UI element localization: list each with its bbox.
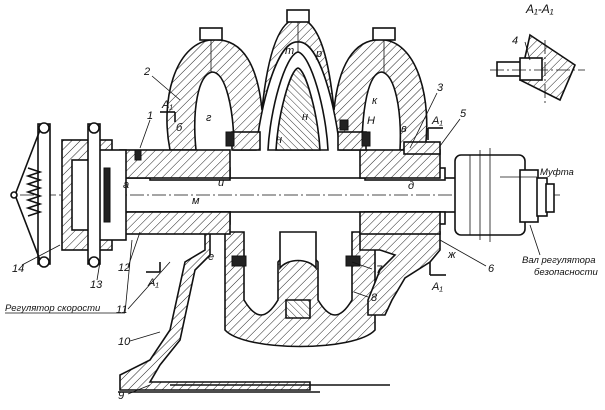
section-detail [490, 33, 585, 105]
callout-1: 1 [147, 110, 153, 122]
seal-ring [361, 131, 371, 147]
callout-11: 11 [116, 304, 127, 316]
letter-n: н [302, 111, 308, 123]
bolt-head-center [286, 9, 310, 23]
bolt-head-left [199, 27, 223, 41]
callout-5: 5 [460, 108, 467, 120]
callout-2: 2 [143, 66, 150, 78]
leader-lines [5, 41, 541, 395]
letter-g: г [206, 112, 212, 124]
seal-ring [339, 119, 349, 131]
upper-casing [166, 9, 428, 151]
letter-e: е [208, 251, 214, 263]
safety-shaft-caption-line: безопасности [534, 267, 599, 278]
letter-n1: Н [367, 115, 375, 127]
seal-ring [345, 255, 361, 267]
coupling [454, 148, 555, 242]
seal-ring [231, 255, 247, 267]
letter-k: к [372, 95, 378, 107]
speed-regulator [10, 122, 127, 268]
letter-a: а [123, 179, 129, 191]
section-mark: A₁ [161, 99, 173, 111]
callout-4: 4 [512, 35, 518, 47]
bearing-housings [119, 131, 441, 235]
letter-i: и [218, 177, 224, 189]
letter-v: в [401, 123, 407, 135]
letter-r: р [315, 48, 322, 60]
callout-3: 3 [437, 82, 444, 94]
callout-13: 13 [90, 279, 103, 291]
callout-8: 8 [371, 292, 378, 304]
frame [118, 231, 441, 393]
section-mark: A₁ [431, 281, 443, 293]
cut-markers [146, 111, 446, 276]
callout-10: 10 [118, 336, 131, 348]
coupling-caption: Муфта [540, 167, 574, 178]
letter-b: б [176, 122, 183, 134]
safety-shaft-caption: Вал регулятора безопасности [522, 255, 599, 278]
seal-ring [134, 149, 142, 161]
callout-14: 14 [12, 263, 24, 275]
letter-t: т [285, 45, 294, 57]
callout-9: 9 [118, 390, 124, 402]
section-title: A₁-A₁ [525, 2, 554, 16]
callout-7: 7 [376, 264, 383, 276]
letter-m: м [192, 195, 200, 207]
safety-shaft-caption-line: Вал регулятора [522, 255, 596, 266]
callout-12: 12 [118, 262, 130, 274]
section-mark: A₁ [431, 115, 443, 127]
bolt-head-right [372, 27, 396, 41]
speed-regulator-caption: Регулятор скорости [5, 303, 101, 314]
section-mark: A₁ [147, 277, 159, 289]
seal-rings [134, 119, 371, 267]
callout-6: 6 [488, 263, 495, 275]
letter-d: д [408, 180, 414, 192]
letter-zh: ж [447, 249, 456, 261]
letter-n2: н [276, 134, 282, 146]
seal-ring [225, 131, 235, 147]
lower-casing [224, 231, 376, 348]
